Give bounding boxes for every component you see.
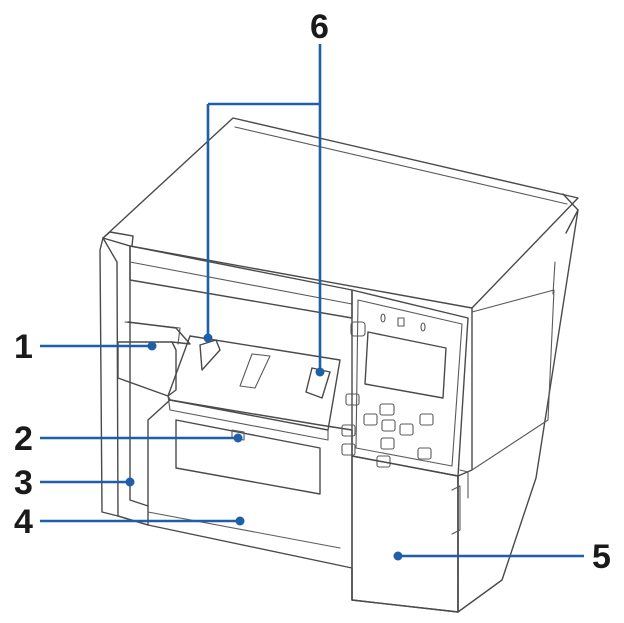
panel-button: [379, 403, 395, 416]
printer-top-surface: [102, 117, 579, 309]
leader-dot-6a: [203, 333, 213, 343]
ink-cover-step: [459, 469, 469, 499]
indicator-light-2: [397, 317, 405, 327]
callout-label-6: 6: [310, 8, 329, 46]
right-side-panel-inner: [552, 261, 556, 295]
panel-button: [419, 413, 434, 426]
paper-tray-front: [167, 395, 329, 441]
lcd-screen: [364, 331, 447, 399]
leader-lines: [40, 44, 584, 561]
ink-cover-latch: [451, 485, 461, 535]
power-button: [350, 321, 366, 337]
paper-eject-cover: [117, 341, 177, 397]
leader-dot-1: [147, 341, 157, 351]
front-bottom-trim: [147, 511, 341, 549]
roll-paper-cover: [175, 419, 321, 495]
indicator-light-1: [380, 313, 386, 323]
front-lower-body: [147, 399, 459, 613]
panel-button: [345, 393, 360, 406]
indicator-light-3: [420, 322, 426, 332]
panel-button: [376, 455, 391, 468]
printer-right-side: [457, 209, 579, 613]
tray-guide-center: [239, 353, 271, 389]
panel-button: [381, 419, 396, 432]
leader-dot-6b: [315, 367, 325, 377]
front-upper-band-line: [129, 261, 353, 305]
tray-guide-left: [199, 339, 221, 371]
panel-button: [417, 447, 432, 460]
panel-button: [380, 437, 395, 450]
leader-bracket-6: [206, 44, 322, 372]
panel-button: [399, 423, 414, 436]
top-edge-line: [234, 126, 568, 205]
leader-dot-4: [235, 516, 245, 526]
paper-tray: [167, 335, 341, 431]
callout-numbers: 1 2 3 4 5 6: [14, 8, 611, 576]
leader-dot-2: [233, 433, 243, 443]
printer-corner-tab: [102, 231, 134, 247]
callout-label-5: 5: [592, 538, 611, 576]
leader-dot-3: [125, 477, 135, 487]
callout-label-3: 3: [14, 464, 33, 502]
panel-button: [341, 424, 356, 437]
callout-label-2: 2: [14, 420, 33, 458]
panel-buttons: [341, 393, 434, 468]
printer-left-edge: [99, 237, 119, 517]
panel-button: [341, 443, 356, 456]
ink-cartridge-cover: [351, 455, 459, 613]
eject-cover-top: [127, 321, 191, 345]
control-panel-border: [355, 299, 463, 467]
printer-illustration: [99, 117, 579, 613]
roll-paper-cover-latch: [231, 429, 245, 441]
control-panel: [351, 289, 469, 477]
panel-button: [363, 413, 378, 426]
leader-dot-5: [393, 551, 403, 561]
right-side-panel: [471, 289, 555, 471]
callout-label-4: 4: [14, 503, 33, 541]
callout-label-1: 1: [14, 328, 33, 366]
